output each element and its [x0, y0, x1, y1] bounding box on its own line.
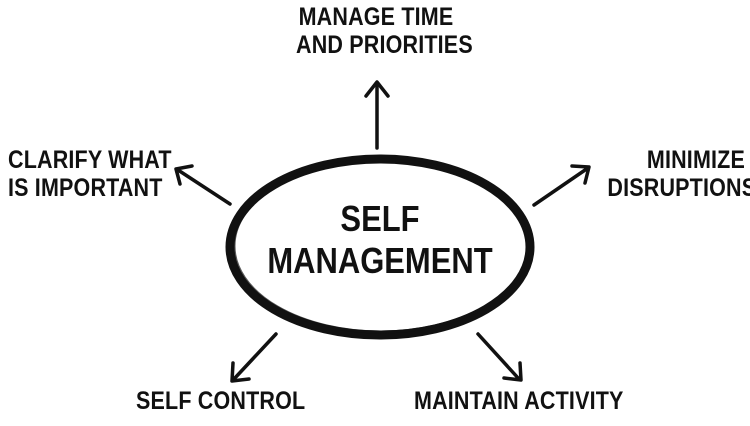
arrow-up-left: [174, 164, 232, 206]
node-clarify-important: CLARIFY WHAT IS IMPORTANT: [8, 146, 172, 202]
node-manage-time-line-2: AND PRIORITIES: [296, 31, 473, 59]
center-ellipse: [225, 154, 535, 340]
node-minimize-disruptions-line-2: DISRUPTIONS: [607, 174, 750, 202]
node-self-control-line-1: SELF CONTROL: [136, 387, 306, 415]
arrow-down-left: [230, 332, 278, 383]
arrow-down-right: [476, 332, 523, 382]
node-manage-time: MANAGE TIME AND PRIORITIES: [296, 3, 473, 59]
node-minimize-disruptions-line-1: MINIMIZE: [646, 146, 745, 174]
node-manage-time-line-1: MANAGE TIME: [298, 3, 454, 31]
node-self-control: SELF CONTROL: [136, 387, 305, 415]
arrow-up: [364, 80, 390, 150]
node-minimize-disruptions: MINIMIZE DISRUPTIONS: [607, 146, 750, 202]
center-title: SELF MANAGEMENT: [260, 198, 501, 282]
node-maintain-activity-line-1: MAINTAIN ACTIVITY: [414, 387, 624, 415]
center-title-line-1: SELF: [340, 198, 420, 239]
center-title-line-2: MANAGEMENT: [267, 240, 493, 281]
node-clarify-important-line-1: CLARIFY WHAT: [8, 146, 172, 174]
arrow-up-right: [532, 164, 591, 207]
node-clarify-important-line-2: IS IMPORTANT: [8, 174, 163, 202]
node-maintain-activity: MAINTAIN ACTIVITY: [414, 387, 624, 415]
